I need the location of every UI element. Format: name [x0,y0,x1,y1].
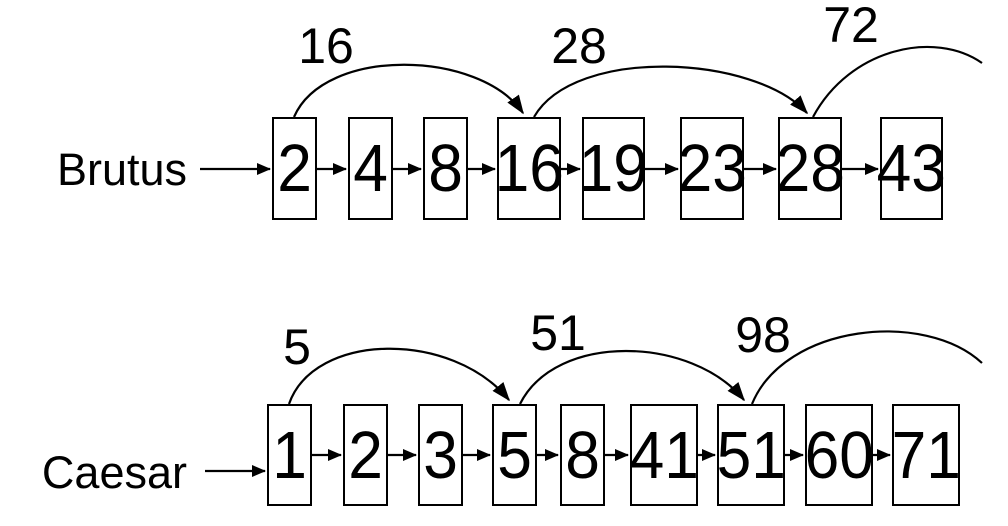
posting-value: 60 [804,417,874,493]
skip-pointer-arc [533,65,809,118]
posting-value: 51 [716,417,786,493]
skip-pointer-label: 16 [298,18,354,74]
skip-pointer-label: 51 [530,305,586,361]
posting-value: 23 [677,131,747,206]
posting-node: 19 [578,117,649,220]
posting-value: 19 [578,131,649,206]
posting-node: 1 [267,404,312,506]
posting-value: 71 [891,417,961,493]
posting-node: 2 [272,117,317,220]
posting-value: 5 [497,417,532,493]
skip-pointer-label: 5 [283,319,311,375]
posting-node: 2 [343,404,388,506]
posting-value: 8 [565,417,600,493]
posting-node: 71 [891,404,961,506]
skip-pointer-label: 28 [551,18,607,74]
posting-node: 16 [494,117,564,220]
posting-node: 23 [677,117,747,220]
term-label-brutus: Brutus [56,144,187,195]
posting-node: 5 [492,404,537,506]
term-label-caesar: Caesar [41,447,187,498]
posting-value: 1 [272,417,307,493]
posting-node: 8 [560,404,605,506]
posting-node: 43 [876,117,947,220]
posting-node: 3 [418,404,463,506]
posting-value: 3 [423,417,458,493]
posting-node: 51 [716,404,786,506]
posting-value: 2 [348,417,383,493]
posting-value: 4 [353,131,388,206]
posting-node: 28 [775,117,845,220]
posting-value: 2 [277,131,312,206]
skip-pointer-label: 98 [735,307,791,363]
posting-value: 43 [876,131,947,206]
skip-pointer-label: 72 [823,0,879,53]
posting-node: 60 [804,404,874,506]
posting-node: 8 [423,117,468,220]
posting-value: 16 [494,131,564,206]
skip-pointer-arc [812,45,983,118]
posting-value: 41 [629,417,699,493]
posting-value: 8 [428,131,463,206]
posting-node: 41 [629,404,699,506]
posting-value: 28 [775,131,845,206]
posting-node: 4 [348,117,393,220]
